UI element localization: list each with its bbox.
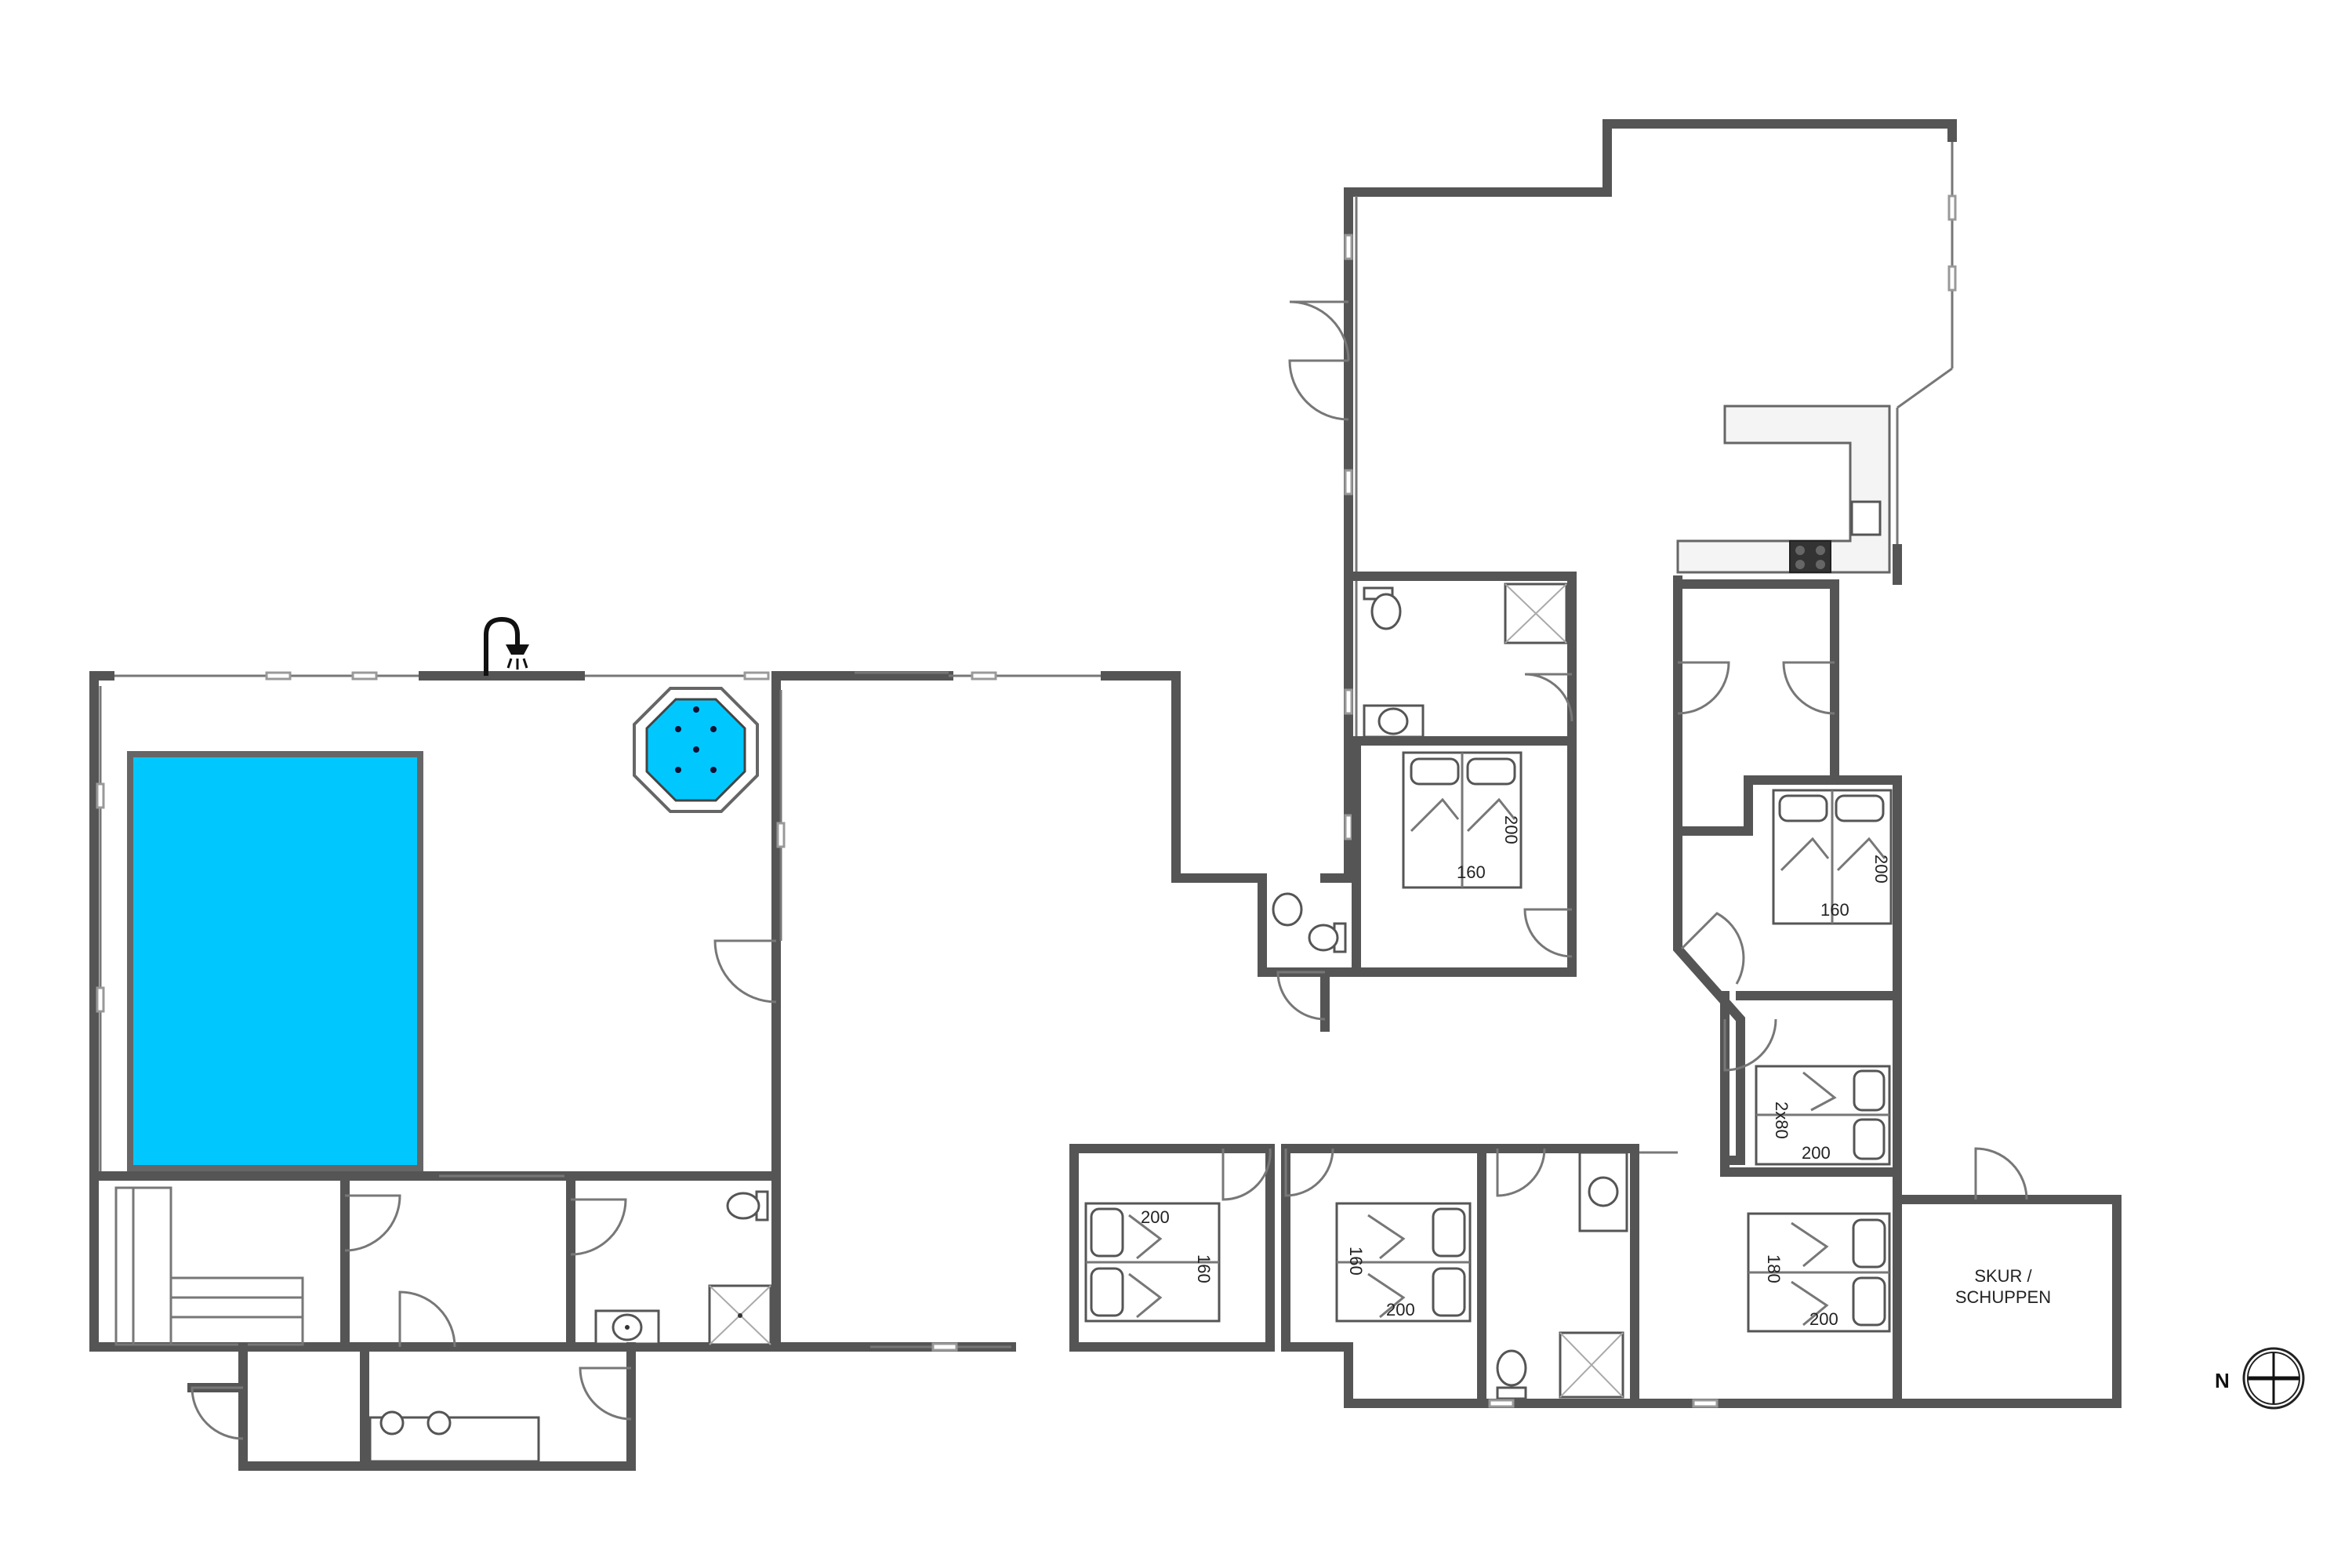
south-wing: 200 160 160 200 — [1069, 1144, 1639, 1408]
bed-length-label: 200 — [1141, 1207, 1170, 1227]
toilet-icon — [1496, 1349, 1527, 1400]
door-icon — [713, 939, 777, 1004]
door-icon — [1221, 1148, 1272, 1201]
sink-icon — [594, 1309, 660, 1345]
bed-width-label: 160 — [1457, 862, 1486, 882]
window — [776, 822, 786, 848]
east-corridor-west-wall — [1673, 579, 1745, 1165]
bed-width-label: 180 — [1764, 1254, 1784, 1283]
door-icon — [191, 1386, 244, 1440]
annex-walls — [238, 1342, 636, 1471]
toilet-icon — [1363, 586, 1402, 630]
bed-width-label: 2x80 — [1772, 1102, 1791, 1139]
sink-icon — [1850, 500, 1882, 536]
bedroom-1: 160 200 — [1352, 736, 1577, 977]
door-icon — [1524, 673, 1573, 722]
central-hall — [771, 671, 1267, 1352]
sink-icon — [1578, 1151, 1628, 1232]
door-icon — [1276, 971, 1326, 1021]
heat-pump-icon — [368, 1410, 540, 1463]
shower-tray-icon — [1559, 1331, 1624, 1399]
compass-label: N — [2215, 1369, 2230, 1392]
door-icon — [1723, 1018, 1777, 1072]
shed-label: SCHUPPEN — [1955, 1287, 2051, 1307]
window — [931, 1342, 958, 1352]
hob-icon — [1789, 540, 1831, 573]
bath1-walls — [1352, 572, 1577, 746]
window — [1947, 194, 1957, 221]
window — [1344, 469, 1353, 495]
toilet-icon — [1308, 922, 1347, 953]
shower-tray-icon — [1504, 583, 1568, 644]
pool-wing — [89, 616, 786, 1471]
bedroom3-walls — [1720, 991, 1902, 1177]
door-icon — [1284, 1148, 1334, 1197]
bed-icon — [1772, 789, 1893, 925]
bed-icon — [1747, 1212, 1891, 1333]
window — [1344, 234, 1353, 260]
bed-width-label: 160 — [1194, 1254, 1214, 1283]
door-icon — [1677, 661, 1730, 715]
door-icon — [1288, 359, 1349, 421]
door-icon — [1680, 912, 1745, 985]
window — [351, 671, 378, 681]
window — [743, 671, 770, 681]
door-icon — [344, 1194, 401, 1252]
sink-icon — [1363, 704, 1425, 739]
door-icon — [1974, 1147, 2028, 1200]
bed-width-label: 160 — [1820, 900, 1849, 920]
window — [971, 671, 997, 681]
sauna-bench — [114, 1186, 304, 1346]
compass-icon — [2242, 1347, 2305, 1410]
shed-walls — [1893, 1195, 2122, 1408]
bed-icon — [1755, 1065, 1891, 1166]
hall-east-jog — [1171, 671, 1267, 883]
living-wing — [1288, 119, 1957, 883]
window — [96, 782, 105, 809]
door-icon — [1782, 661, 1835, 715]
shed-label: SKUR / — [1974, 1266, 2032, 1286]
bed-length-label: 200 — [1802, 1143, 1831, 1163]
door-icon — [1523, 908, 1573, 958]
kitchen-counter — [1676, 405, 1891, 574]
door-icon — [1496, 1148, 1546, 1197]
shower-tray-icon — [708, 1284, 772, 1346]
bed-length-label: 200 — [1809, 1309, 1838, 1329]
bed-length-label: 200 — [1501, 815, 1521, 844]
window — [1692, 1399, 1719, 1408]
window — [96, 986, 105, 1013]
bed-length-label: 200 — [1871, 855, 1891, 884]
pool — [127, 751, 423, 1171]
door-icon — [1289, 300, 1350, 361]
bedroom1-walls — [1352, 736, 1577, 977]
window — [1488, 1399, 1515, 1408]
living-north-wall — [1344, 119, 1957, 883]
window — [265, 671, 292, 681]
window — [1344, 688, 1353, 715]
bed-icon — [1335, 1202, 1472, 1323]
east-wing: 160 200 2x80 200 180 200 S — [1630, 579, 2122, 1408]
bed-icon — [1084, 1202, 1221, 1323]
wc-2 — [1258, 873, 1361, 1032]
toilet-icon — [726, 1190, 769, 1221]
door-icon — [570, 1198, 627, 1256]
door-icon — [398, 1290, 456, 1348]
window — [1947, 265, 1957, 292]
bath-south-walls — [1477, 1144, 1639, 1408]
door-icon — [579, 1367, 632, 1421]
bed-width-label: 160 — [1346, 1247, 1366, 1276]
east-wall-jog — [1673, 775, 1902, 836]
spa-icon — [633, 687, 759, 813]
shower-icon — [484, 616, 529, 676]
bathroom-1 — [1352, 572, 1577, 746]
sink-icon — [1272, 892, 1303, 927]
bed-length-label: 200 — [1386, 1300, 1415, 1319]
window — [1344, 814, 1353, 840]
bed-icon — [1402, 751, 1523, 889]
